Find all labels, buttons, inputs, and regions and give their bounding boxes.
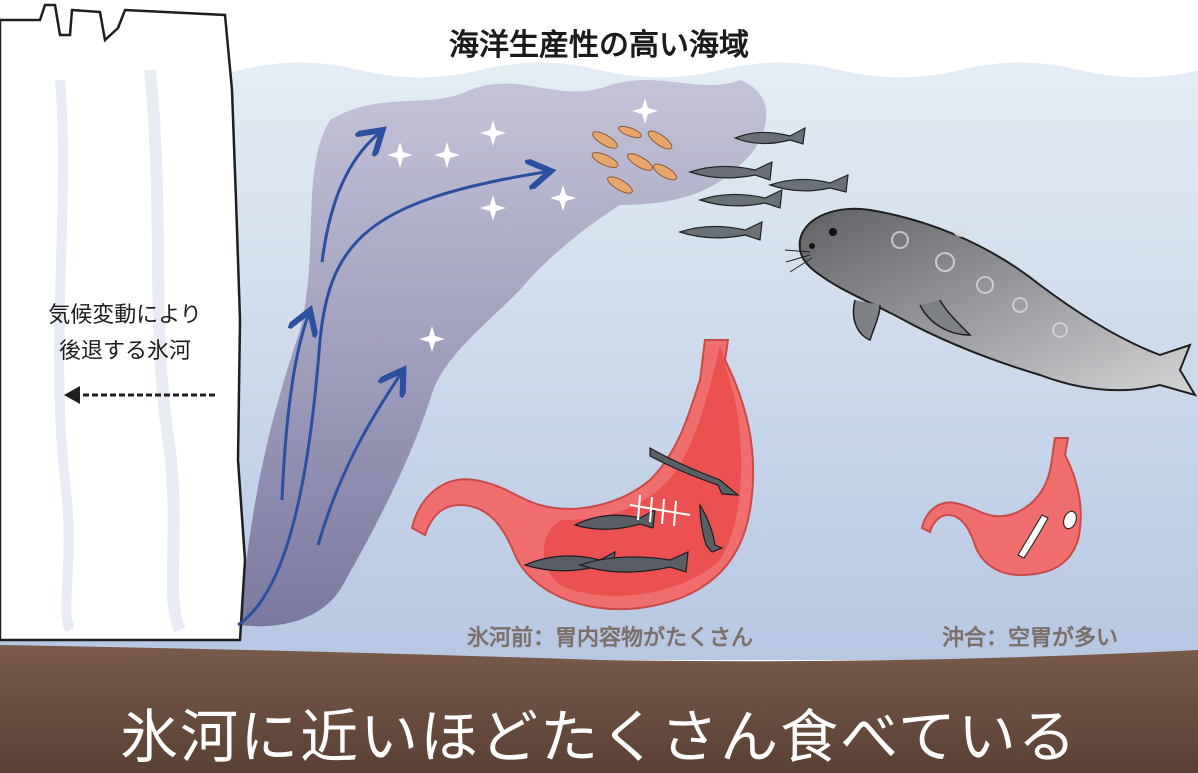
productive-plume: [240, 80, 767, 627]
glacier-note-line2: 後退する氷河: [58, 339, 191, 364]
seabed: [0, 645, 1198, 773]
fish-icon: [678, 126, 849, 241]
glacier-note: 気候変動により 後退する氷河: [20, 298, 230, 370]
sparkle-icon: [387, 98, 658, 352]
left-arrow-icon: [64, 386, 215, 404]
krill-icon: [591, 125, 678, 194]
stomach-near-icon: [410, 339, 755, 611]
headline: 氷河に近いほどたくさん食べている: [120, 703, 1078, 771]
stomach-offshore-icon: [920, 437, 1082, 577]
seal-icon: [784, 207, 1198, 397]
upwelling-arrow-icon: [237, 134, 545, 627]
top-title: 海洋生産性の高い海域: [449, 28, 749, 63]
stomach-near-label: 氷河前：胃内容物がたくさん: [466, 626, 753, 651]
stomach-offshore-label: 沖合：空胃が多い: [941, 626, 1118, 651]
glacier-note-line1: 気候変動により: [48, 303, 202, 328]
